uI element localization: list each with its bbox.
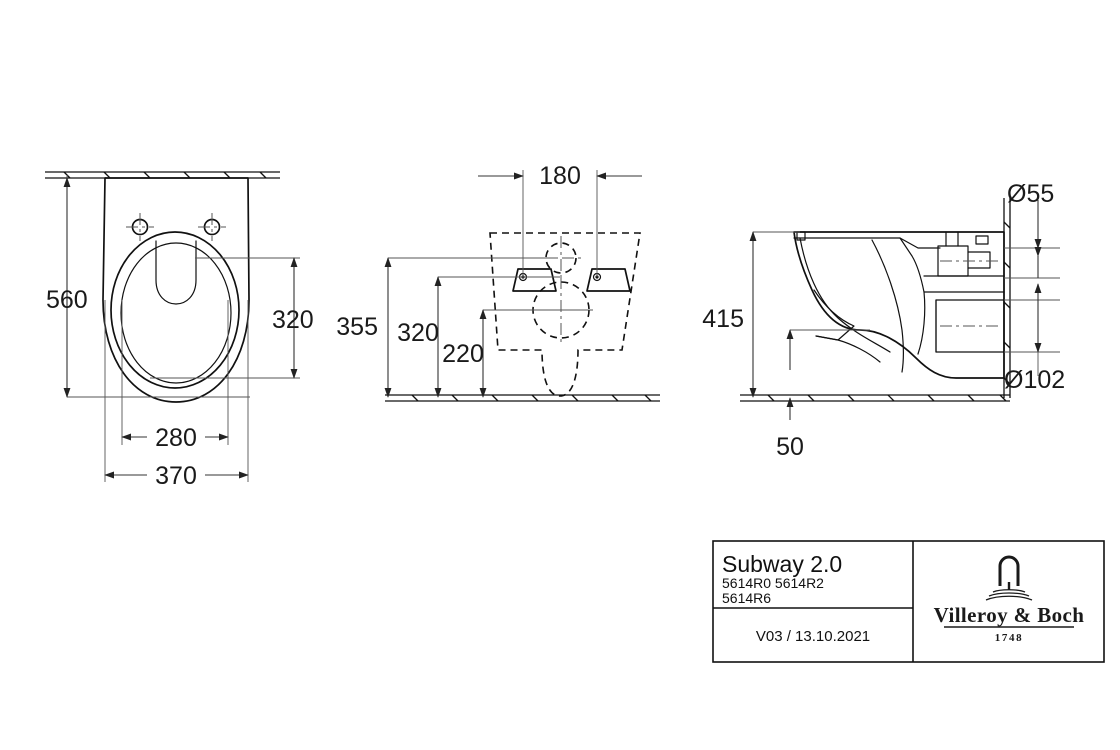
dimension-220: 220 [442, 309, 487, 398]
revision-date: V03 / 13.10.2021 [756, 628, 870, 645]
article-numbers-line2: 5614R6 [722, 590, 771, 606]
dimension-280: 280 [121, 424, 229, 452]
seat-rim-outer [110, 231, 240, 389]
dimension-180: 180 [478, 162, 642, 190]
dimension-355: 355 [336, 257, 392, 398]
brand-logo: Villeroy & Boch 1748 [934, 555, 1085, 644]
bowl-tongue [155, 240, 197, 305]
dimension-50-label: 50 [776, 433, 804, 461]
dimension-d102: Ø102 [1004, 283, 1065, 394]
dimension-560: 560 [46, 177, 88, 398]
fixing-plate-detail [923, 275, 1005, 293]
bowl-inner-curve [799, 237, 891, 353]
dimension-320-front-label: 320 [397, 319, 439, 347]
inlet-circle-front [545, 242, 577, 274]
brand-name: Villeroy & Boch [934, 603, 1085, 627]
dimension-d55: Ø55 [1007, 180, 1054, 278]
dimension-280-label: 280 [155, 424, 197, 452]
mounting-hole-left [126, 213, 154, 241]
article-numbers-line1: 5614R0 5614R2 [722, 575, 824, 591]
view-side: 415 50 Ø55 Ø102 [702, 180, 1065, 461]
dimension-415: 415 [702, 231, 757, 398]
bowl-pocket [815, 335, 881, 363]
seat-rim-inner [120, 242, 232, 384]
trapway-curve [871, 239, 905, 373]
toilet-body-outline-top [102, 177, 250, 403]
dimension-d102-label: Ø102 [1004, 366, 1065, 394]
dimension-415-label: 415 [702, 305, 744, 333]
dimension-320-top-label: 320 [272, 306, 314, 334]
title-block: Subway 2.0 5614R0 5614R2 5614R6 V03 / 13… [712, 540, 1105, 663]
mounting-hole-right [198, 213, 226, 241]
bowl-shelf [813, 289, 855, 341]
dimension-320-front: 320 [397, 276, 442, 398]
dimension-d55-label: Ø55 [1007, 180, 1054, 208]
dimension-370-label: 370 [155, 462, 197, 490]
title-block-frame [712, 540, 1105, 663]
floor-hatch-front-view [385, 394, 660, 402]
view-top: 560 320 280 370 [45, 171, 314, 490]
fountain-arch-icon [985, 555, 1033, 601]
brand-year: 1748 [995, 632, 1023, 644]
toilet-body-outline-front [489, 232, 641, 397]
dimension-370: 370 [104, 462, 249, 490]
product-name: Subway 2.0 [722, 551, 842, 577]
dimension-320-top: 320 [272, 257, 314, 379]
view-front: 180 355 320 220 [336, 162, 660, 402]
dimension-220-label: 220 [442, 340, 484, 368]
dimension-180-label: 180 [539, 162, 581, 190]
bowl-rim-detail [796, 231, 806, 241]
rim-top-contour [793, 237, 941, 249]
dimension-355-label: 355 [336, 313, 378, 341]
dimension-560-label: 560 [46, 286, 88, 314]
dimension-50: 50 [776, 329, 804, 461]
floor-hatch-side-view [740, 394, 1010, 402]
